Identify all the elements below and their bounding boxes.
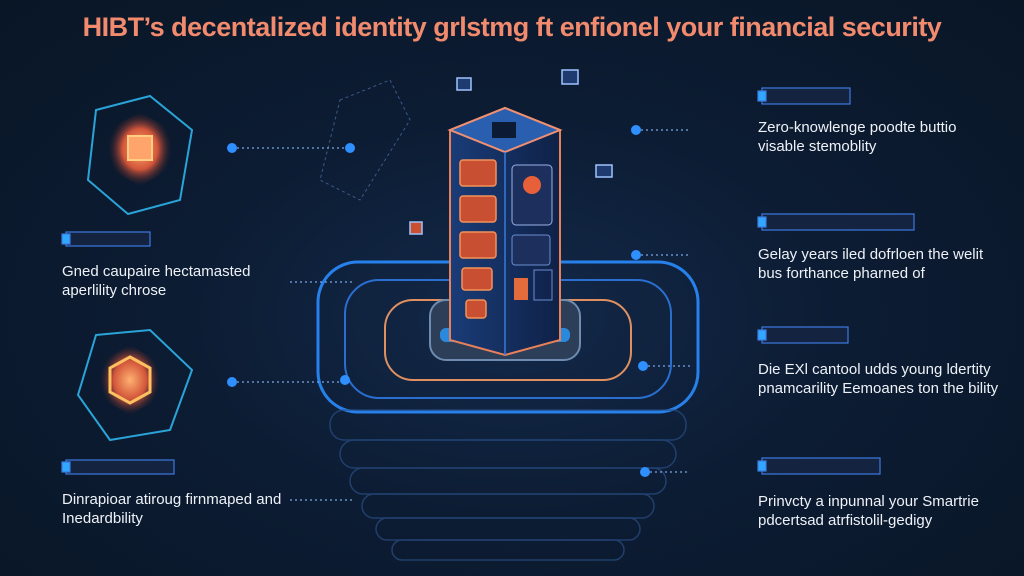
- floating-cubes: [409, 69, 613, 235]
- left-item-1-text: Gned caupaire hectamasted aperlility chr…: [62, 263, 251, 299]
- hex-icon-2: [76, 328, 194, 442]
- right-item-2-text: Gelay years iled dofrloen the welit bus …: [758, 246, 984, 282]
- hex-icon-1: [86, 94, 194, 216]
- dashed-outline: [319, 79, 411, 201]
- right-item-4-text: Prinvcty a inpunnal your Smartrie pdcert…: [758, 493, 979, 529]
- connectors: [232, 129, 690, 501]
- right-item-1-text: Zero-knowlenge poodte buttio visable ste…: [758, 119, 957, 155]
- label-glyph-icons: [61, 87, 915, 475]
- page-title: HIBT’s decentalized identity grlstmg ft …: [82, 12, 942, 42]
- right-item-3-text: Die EXl cantool udds young ldertity pnam…: [758, 361, 999, 397]
- connector-dots: [227, 125, 650, 477]
- left-item-2-text: Dinrapioar atiroug firnmaped and Inedard…: [62, 491, 282, 527]
- tower: [447, 106, 563, 357]
